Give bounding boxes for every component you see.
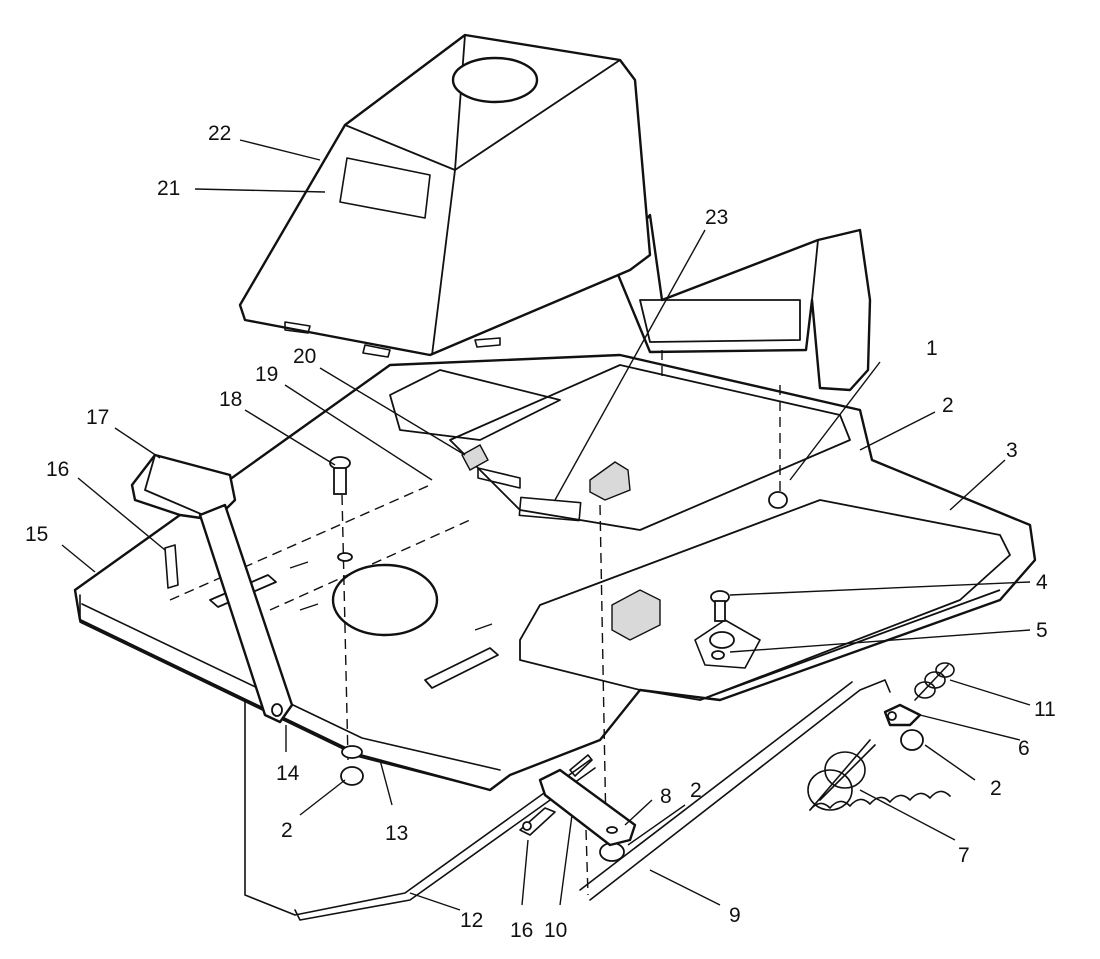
spring-11: [914, 662, 955, 701]
callout-9: 9: [729, 904, 741, 927]
spring-7: [807, 739, 951, 811]
cover-opening: [451, 56, 539, 104]
callout-8: 8: [660, 785, 672, 808]
callout-20: 20: [293, 345, 316, 368]
callout-16-lower: 16: [510, 919, 533, 942]
hairpin-16: [519, 807, 556, 836]
control-rod-9: [579, 679, 891, 901]
bolt-4: [710, 590, 730, 622]
callout-10: 10: [544, 919, 567, 942]
callout-6: 6: [1018, 737, 1030, 760]
bolt-18: [329, 456, 353, 761]
callout-16-upper: 16: [46, 458, 69, 481]
decal-23: [518, 496, 582, 522]
nut-2-lower-left: [340, 745, 364, 786]
callout-2-top: 2: [942, 394, 954, 417]
control-rod-12: [244, 699, 596, 921]
callout-15: 15: [25, 523, 48, 546]
callout-18: 18: [219, 388, 242, 411]
callout-13: 13: [385, 822, 408, 845]
callout-17: 17: [86, 406, 109, 429]
callout-3: 3: [1006, 439, 1018, 462]
callout-2-lower-left: 2: [281, 819, 293, 842]
callout-1: 1: [926, 337, 938, 360]
link-plate-10: [538, 754, 637, 847]
callout-labels: 1 2 3 4 5 11 6 2 7 9 2 8 10 16 12 13 2 1…: [25, 122, 1056, 942]
deck-hole: [331, 563, 439, 637]
fastener-1: [661, 350, 788, 509]
callout-12: 12: [460, 909, 483, 932]
callout-2-right: 2: [990, 777, 1002, 800]
callout-19: 19: [255, 363, 278, 386]
callout-7: 7: [958, 844, 970, 867]
decal-window: [339, 157, 431, 219]
callout-21: 21: [157, 177, 180, 200]
hinge-bracket: [169, 444, 631, 611]
callout-4: 4: [1036, 571, 1048, 594]
pedal-assembly: [130, 453, 294, 724]
rear-panel: [610, 213, 872, 392]
callout-23: 23: [705, 206, 728, 229]
callout-11: 11: [1034, 698, 1056, 721]
callout-5: 5: [1036, 619, 1048, 642]
lever-6: [883, 703, 922, 727]
deck-footrest: [73, 353, 1037, 792]
callout-2-center: 2: [690, 779, 702, 802]
leader-lines: [61, 139, 1031, 911]
nut-2-right: [900, 729, 924, 751]
seat-cover-housing: [238, 33, 652, 358]
callout-14: 14: [276, 762, 300, 785]
callout-22: 22: [208, 122, 231, 145]
